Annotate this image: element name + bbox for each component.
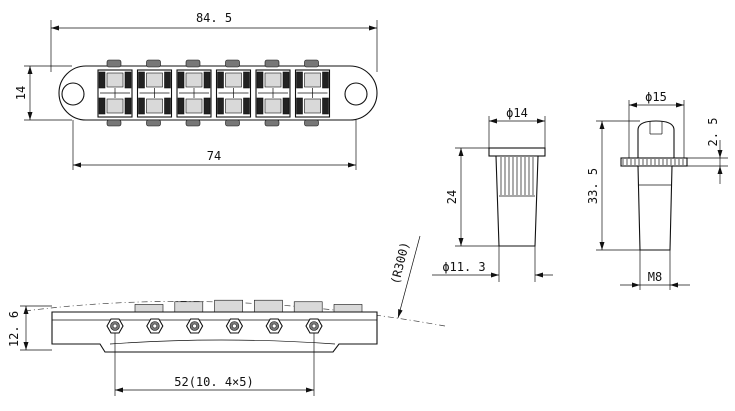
bushing-head xyxy=(488,147,546,157)
saddle-side-4 xyxy=(254,299,283,313)
intonation-screw-1 xyxy=(106,318,124,334)
saddle-side-6 xyxy=(333,304,363,313)
screws-side-group xyxy=(106,318,323,334)
dim-bushing-head-label: ϕ14 xyxy=(506,106,528,120)
dim-bridge-length-label: 84. 5 xyxy=(196,11,232,25)
intonation-screw-6 xyxy=(305,318,323,334)
dim-stud-thread-label: M8 xyxy=(648,270,662,284)
dim-side-height-label: 12. 6 xyxy=(7,311,21,347)
bridge-top-view: 84. 5 14 74 xyxy=(14,11,378,170)
dim-stud-length: 33. 5 xyxy=(586,121,605,250)
saddles-side-group xyxy=(134,299,363,313)
dim-side-height: 12. 6 xyxy=(7,306,29,350)
post-hole-left xyxy=(61,82,85,106)
dim-saddle-span: 52(10. 4×5) xyxy=(115,375,314,393)
saddle-top-3 xyxy=(176,59,212,127)
dim-radius: (R300) xyxy=(388,235,421,319)
dim-stud-head: ϕ15 xyxy=(629,90,684,108)
saddle-top-6 xyxy=(294,59,331,127)
stud-shaft xyxy=(637,165,673,251)
dim-bridge-height: 14 xyxy=(14,66,33,120)
intonation-screw-3 xyxy=(185,318,204,334)
radius-arc xyxy=(24,301,446,327)
bushing-view: ϕ14 24 ϕ11. 3 xyxy=(432,106,553,282)
saddle-side-1 xyxy=(134,304,164,313)
bridge-side-view: 12. 6 52(10. 4×5) (R300) xyxy=(7,235,446,396)
dim-bushing-head: ϕ14 xyxy=(489,106,545,124)
saddle-top-2 xyxy=(136,59,173,127)
stud-thumbwheel-knurl xyxy=(622,159,684,165)
dim-bushing-body-label: ϕ11. 3 xyxy=(442,260,485,274)
dim-bushing-length: 24 xyxy=(445,148,464,246)
saddle-top-1 xyxy=(97,59,133,127)
saddle-top-5 xyxy=(255,59,291,127)
dim-stud-length-label: 33. 5 xyxy=(586,168,600,204)
dim-bridge-height-label: 14 xyxy=(14,86,28,100)
post-hole-right xyxy=(344,82,368,106)
saddle-side-3 xyxy=(214,299,243,313)
saddle-side-2 xyxy=(174,301,204,313)
stud-top xyxy=(637,120,675,159)
dim-bushing-length-label: 24 xyxy=(445,190,459,204)
saddles-top-group xyxy=(97,59,331,127)
bridge-side-body xyxy=(51,311,378,353)
saddle-side-5 xyxy=(293,301,323,313)
dim-bushing-body: ϕ11. 3 xyxy=(432,260,553,278)
dim-stud-thread: M8 xyxy=(620,270,690,288)
dim-post-spacing: 74 xyxy=(73,149,356,168)
dim-stud-head-thickness: 2. 5 xyxy=(706,118,723,184)
dim-stud-head-thickness-label: 2. 5 xyxy=(706,118,720,147)
intonation-screw-4 xyxy=(225,318,244,334)
saddle-top-4 xyxy=(215,59,252,127)
dim-stud-head-label: ϕ15 xyxy=(645,90,667,104)
intonation-screw-2 xyxy=(146,318,164,334)
stud-view: ϕ15 2. 5 33. 5 xyxy=(586,90,728,290)
dim-bridge-length: 84. 5 xyxy=(51,11,377,31)
dim-saddle-span-label: 52(10. 4×5) xyxy=(174,375,253,389)
dim-post-spacing-label: 74 xyxy=(207,149,221,163)
intonation-screw-5 xyxy=(265,318,283,334)
bushing-knurl xyxy=(500,157,534,195)
